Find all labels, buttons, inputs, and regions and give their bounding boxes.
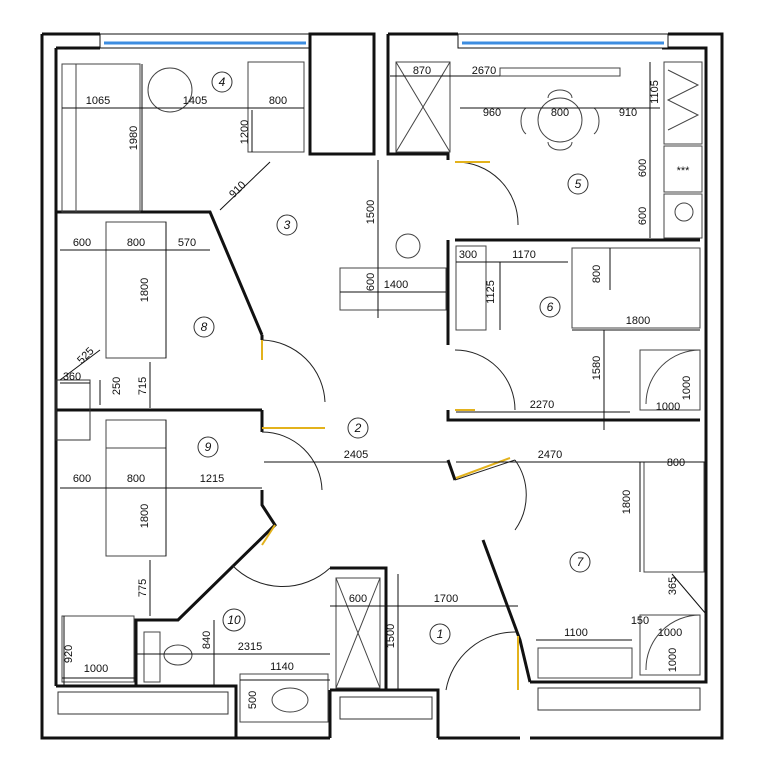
dim-label: 1000	[84, 663, 108, 675]
dim-label: 1100	[564, 627, 588, 639]
furniture	[61, 61, 705, 723]
dim-label: 1980	[128, 126, 140, 150]
dim-label: 920	[63, 645, 75, 663]
dim-label: 800	[591, 265, 603, 283]
dim-label: 250	[111, 377, 123, 395]
doors	[231, 161, 527, 691]
dim-label: 910	[619, 107, 637, 119]
round-table	[147, 67, 193, 113]
room-2-label: 2	[354, 421, 362, 435]
dim-label: 1140	[270, 661, 294, 673]
dim-label: 500	[247, 691, 259, 709]
dim-label: 1000	[667, 648, 679, 672]
structural-column	[308, 32, 376, 156]
exterior-walls	[40, 32, 724, 740]
dim-label: 870	[413, 65, 431, 77]
sink-icon	[674, 202, 694, 222]
dim-label: 150	[631, 615, 649, 627]
dim-label: 2270	[530, 399, 554, 411]
dim-label: 300	[459, 249, 477, 261]
dim-label: 600	[73, 237, 91, 249]
room-7-label: 7	[577, 555, 585, 569]
dim-label: 365	[667, 577, 679, 595]
dim-label: 1105	[649, 80, 661, 104]
dim-label: 2470	[538, 449, 562, 461]
dim-label: 525	[75, 345, 96, 366]
dim-label: 1580	[591, 356, 603, 380]
dim-label: 2315	[238, 641, 262, 653]
room-9-label: 9	[205, 440, 212, 454]
dimension-labels: 1065 1405 800 1980 1200 910 870 2670 960…	[63, 65, 693, 709]
dim-label: 1000	[681, 376, 693, 400]
bed	[643, 461, 705, 573]
room-5-label: 5	[575, 177, 582, 191]
dim-label: 775	[137, 579, 149, 597]
room-1-label: 1	[437, 627, 444, 641]
room-10-label: 10	[227, 613, 241, 627]
dim-label: 600	[349, 593, 367, 605]
dim-label: 1125	[485, 280, 497, 304]
dim-label: 1000	[656, 401, 680, 413]
room-3-label: 3	[284, 218, 291, 232]
dim-label: 1000	[658, 627, 682, 639]
dim-label: 1405	[183, 95, 207, 107]
dim-label: 1200	[239, 120, 251, 144]
dim-label: 1800	[626, 315, 650, 327]
room-6-label: 6	[547, 300, 554, 314]
dim-label: 800	[269, 95, 287, 107]
dim-label: 1800	[139, 278, 151, 302]
sink-icon	[271, 687, 309, 713]
bed	[571, 247, 701, 329]
dim-label: 800	[127, 473, 145, 485]
dim-label: 600	[637, 207, 649, 225]
dim-label: 800	[551, 107, 569, 119]
dim-label: 600	[365, 273, 377, 291]
dim-label: 800	[667, 457, 685, 469]
dim-label: 960	[483, 107, 501, 119]
room-4-label: 4	[219, 75, 226, 89]
room-markers: 1 2 3 4 5 6 7 8 9 10	[193, 71, 591, 645]
dim-label: 840	[201, 631, 213, 649]
interior-walls	[55, 34, 700, 690]
dim-label: 600	[73, 473, 91, 485]
windows	[99, 33, 669, 49]
dim-label: 600	[637, 159, 649, 177]
dim-label: 360	[63, 371, 81, 383]
dim-label: 570	[178, 237, 196, 249]
dim-label: 715	[137, 377, 149, 395]
stove-icon: ***	[677, 165, 691, 177]
dim-label: 910	[227, 179, 248, 200]
room-8-label: 8	[201, 320, 208, 334]
toilet-icon	[163, 644, 193, 666]
dining-table	[537, 97, 583, 143]
dimension-lines	[59, 62, 707, 690]
dim-label: 800	[127, 237, 145, 249]
dim-label: 2670	[472, 65, 496, 77]
armchair	[247, 61, 305, 153]
dim-label: 1700	[434, 593, 458, 605]
dim-label: 1500	[365, 200, 377, 224]
dim-label: 1500	[385, 624, 397, 648]
dim-label: 1065	[86, 95, 110, 107]
dim-label: 1800	[621, 490, 633, 514]
dim-label: 1800	[139, 504, 151, 528]
dim-label: 1215	[200, 473, 224, 485]
dim-label: 1170	[512, 249, 536, 261]
dim-label: 2405	[344, 449, 368, 461]
dim-label: 1400	[384, 279, 408, 291]
